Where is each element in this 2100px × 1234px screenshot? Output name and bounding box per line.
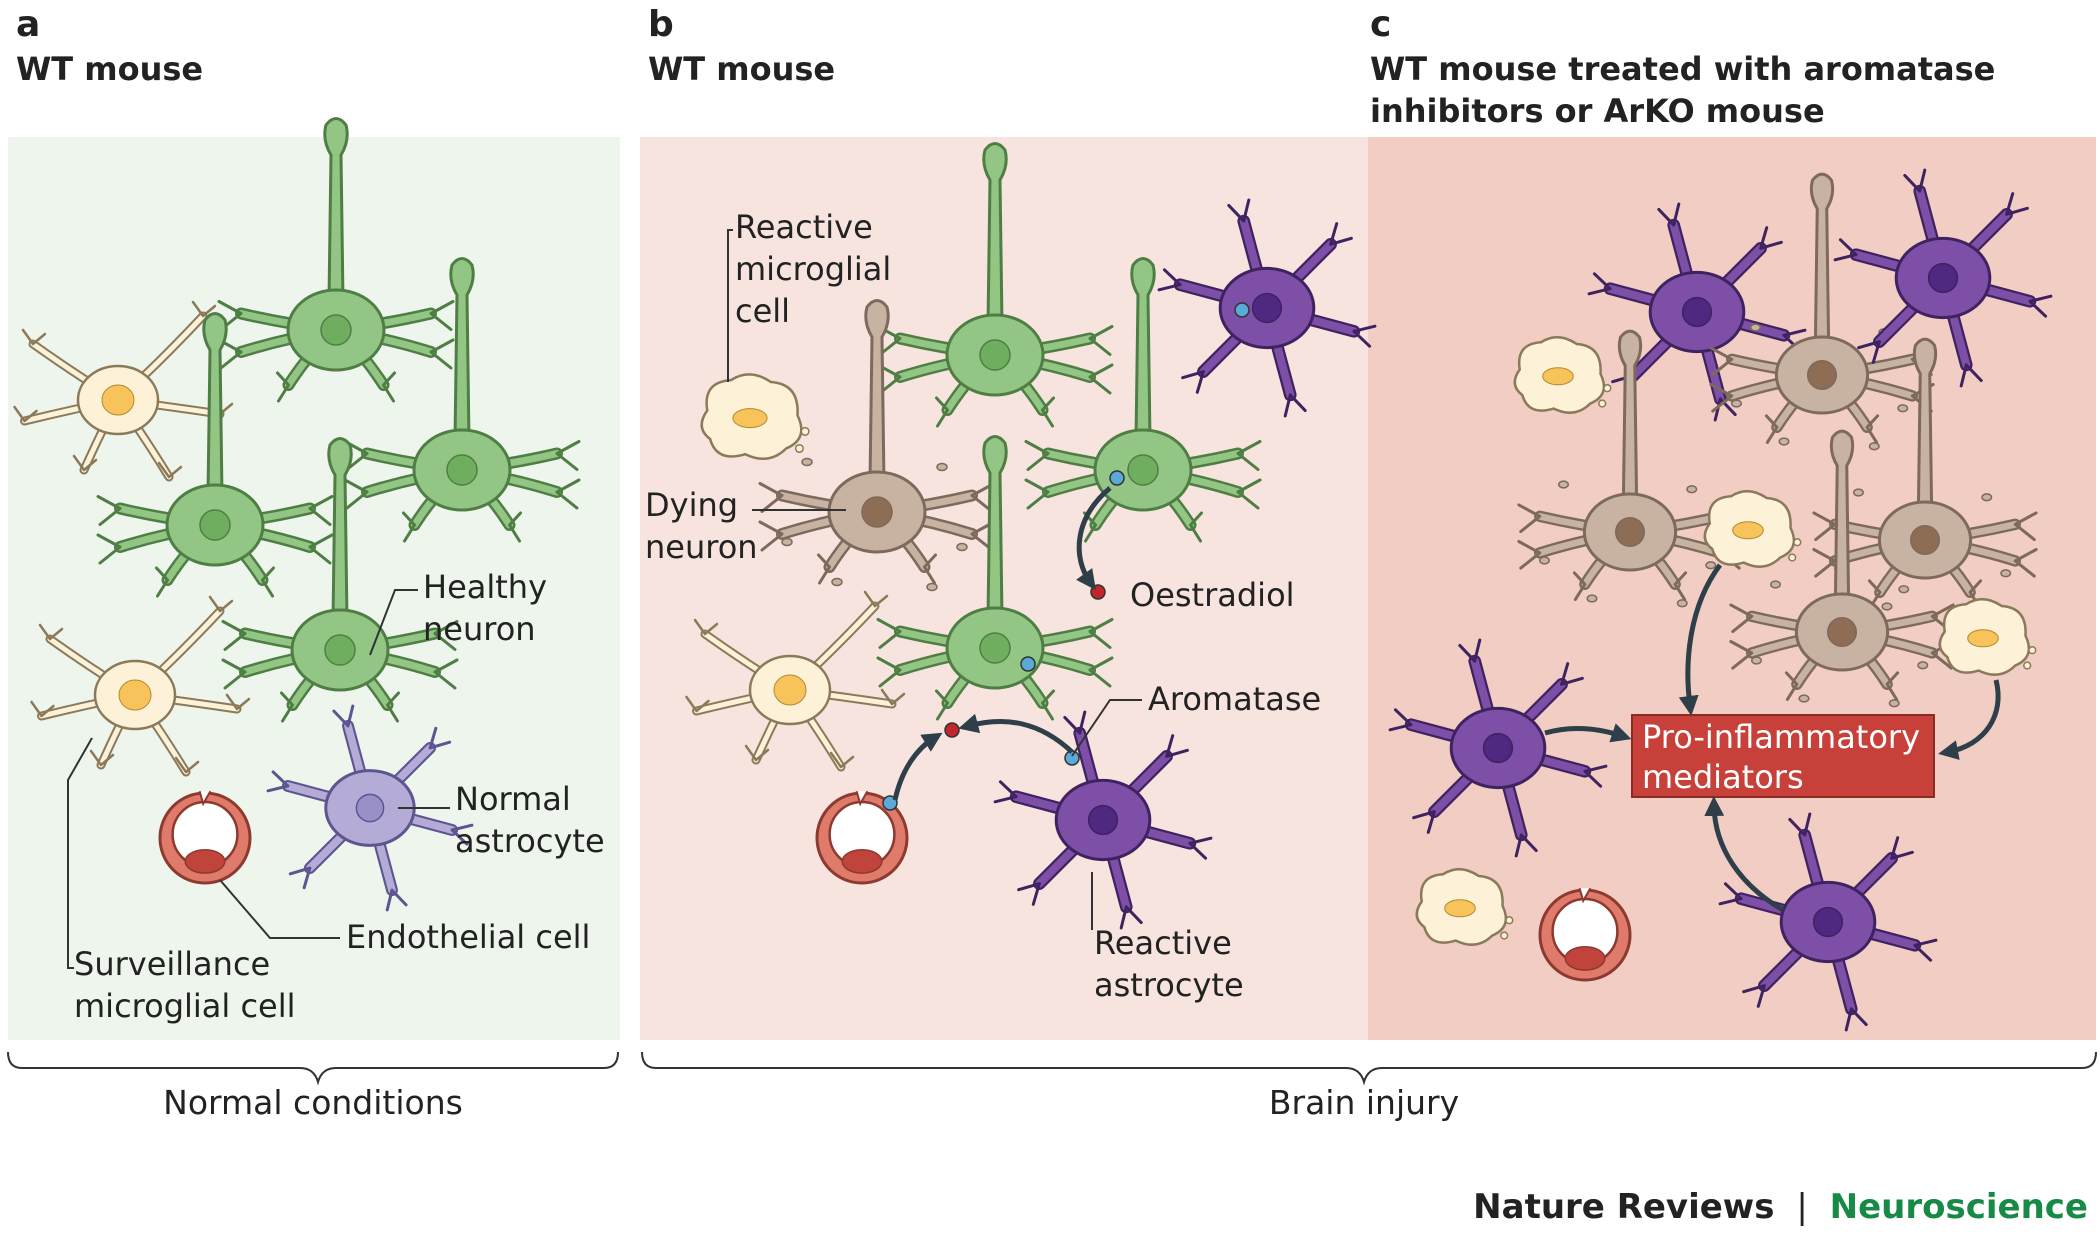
neuron-healthy-2 xyxy=(96,312,334,598)
bracket-normal-conditions: Normal conditions xyxy=(7,1051,619,1122)
microglia-amoeboid-c-4 xyxy=(1415,867,1514,946)
neuron-b-top xyxy=(876,142,1114,428)
arrow-microglia-right-to-mediators xyxy=(1938,679,2001,760)
label-brain-injury: Brain injury xyxy=(1269,1083,1459,1122)
pro-inflammatory-mediators-box xyxy=(1631,714,1935,798)
neuron-dying-b xyxy=(758,299,996,592)
panel-a-labels: Healthy neuron Normal astrocyte Endothel… xyxy=(67,568,605,1025)
neuron-dying-c-2 xyxy=(1517,329,1743,608)
label-endothelial-cell: Endothelial cell xyxy=(346,918,590,956)
label-normal-astrocyte: Normal astrocyte xyxy=(455,780,605,860)
neuron-dying-c-4 xyxy=(1729,429,1955,708)
endothelial-cell-c xyxy=(1538,887,1632,982)
label-oestradiol: Oestradiol xyxy=(1130,576,1295,614)
leader-healthy-neuron xyxy=(369,589,418,656)
panel-a-background xyxy=(8,137,620,1040)
credit-journal: Nature Reviews xyxy=(1473,1187,1774,1227)
microglia-reactive-b xyxy=(700,373,810,460)
label-healthy-neuron: Healthy neuron xyxy=(423,568,557,648)
aromatase-dot-neuron-right xyxy=(1109,470,1125,486)
microglia-amoeboid-c-2 xyxy=(1703,489,1802,568)
credit-section: Neuroscience xyxy=(1830,1187,2088,1227)
astrocyte-reactive-b-top xyxy=(1157,198,1377,418)
label-normal-conditions: Normal conditions xyxy=(163,1083,463,1122)
neuron-healthy-1 xyxy=(217,117,455,403)
arrow-microglia-to-mediators-top xyxy=(1678,563,1723,716)
neuron-b-right xyxy=(1024,257,1262,543)
leader-endothelial-cell xyxy=(219,879,340,939)
microglia-surveillance xyxy=(30,595,251,777)
panel-b-letter: b xyxy=(648,4,674,45)
astrocyte-c-top-right xyxy=(1833,168,2053,388)
arrow-astrocyte-to-oestradiol xyxy=(958,713,1074,754)
neuron-healthy-4 xyxy=(221,437,459,723)
label-dying-neuron: Dying neuron xyxy=(645,486,758,566)
label-reactive-astrocyte: Reactive astrocyte xyxy=(1094,924,1244,1004)
arrow-endothelial-to-oestradiol xyxy=(892,732,943,801)
panel-a-heading: WT mouse xyxy=(16,50,203,88)
arrow-neuron-to-oestradiol xyxy=(1076,486,1112,591)
neuron-healthy-3 xyxy=(343,257,581,543)
astrocyte-c-top-left xyxy=(1587,202,1807,422)
aromatase-dot-neuron-center xyxy=(1020,656,1036,672)
credit-separator: | xyxy=(1796,1187,1807,1227)
bracket-brain-injury: Brain injury xyxy=(641,1051,2097,1122)
leader-aromatase xyxy=(1071,699,1142,757)
credit-line: Nature Reviews | Neuroscience xyxy=(1473,1187,2088,1227)
neuron-dying-c-1 xyxy=(1709,172,1935,451)
microglia-amoeboid-c-3 xyxy=(1938,597,2037,676)
astrocyte-c-bottom xyxy=(1718,812,1938,1032)
astrocyte-normal xyxy=(266,704,474,912)
oestradiol-dot-1 xyxy=(1090,584,1106,600)
neuron-b-center xyxy=(876,435,1114,721)
astrocyte-reactive-b xyxy=(993,710,1213,930)
leader-surveillance-microglia xyxy=(67,737,93,969)
panel-c-heading-line-2: inhibitors or ArKO mouse xyxy=(1370,92,1825,130)
leader-reactive-microglia xyxy=(727,229,733,382)
aromatase-dot-astro-top xyxy=(1234,302,1250,318)
endothelial-cell-a xyxy=(158,790,252,885)
cell-illustrations xyxy=(13,117,2053,1032)
neuron-dying-c-3 xyxy=(1812,337,2038,616)
arrow-astrocyte-bottom-to-mediators xyxy=(1704,796,1785,913)
panel-c-letter: c xyxy=(1370,4,1391,45)
arrow-astrocyte-left-to-mediators xyxy=(1544,723,1632,743)
microglia-amoeboid-c-1 xyxy=(1513,335,1612,414)
aromatase-dot-astro xyxy=(1064,750,1080,766)
label-pro-inflammatory-mediators: Pro-inflammatory mediators xyxy=(1642,718,1930,796)
panel-c-labels: Pro-inflammatory mediators xyxy=(1544,563,2001,913)
panel-c-heading-line-1: WT mouse treated with aromatase xyxy=(1370,50,1995,88)
oestradiol-dot-2 xyxy=(944,722,960,738)
endothelial-cell-b xyxy=(815,790,909,885)
panel-b-labels: Reactive microglial cell Dying neuron Oe… xyxy=(645,208,1321,1004)
panel-b-heading: WT mouse xyxy=(648,50,835,88)
label-surveillance-microglial-cell: Surveillance microglial cell xyxy=(74,945,296,1025)
microglia-ramified-b xyxy=(685,590,906,772)
label-aromatase: Aromatase xyxy=(1148,680,1321,718)
astrocyte-c-left xyxy=(1388,638,1608,858)
label-reactive-microglial-cell: Reactive microglial cell xyxy=(735,208,901,330)
panel-a-letter: a xyxy=(16,4,40,45)
